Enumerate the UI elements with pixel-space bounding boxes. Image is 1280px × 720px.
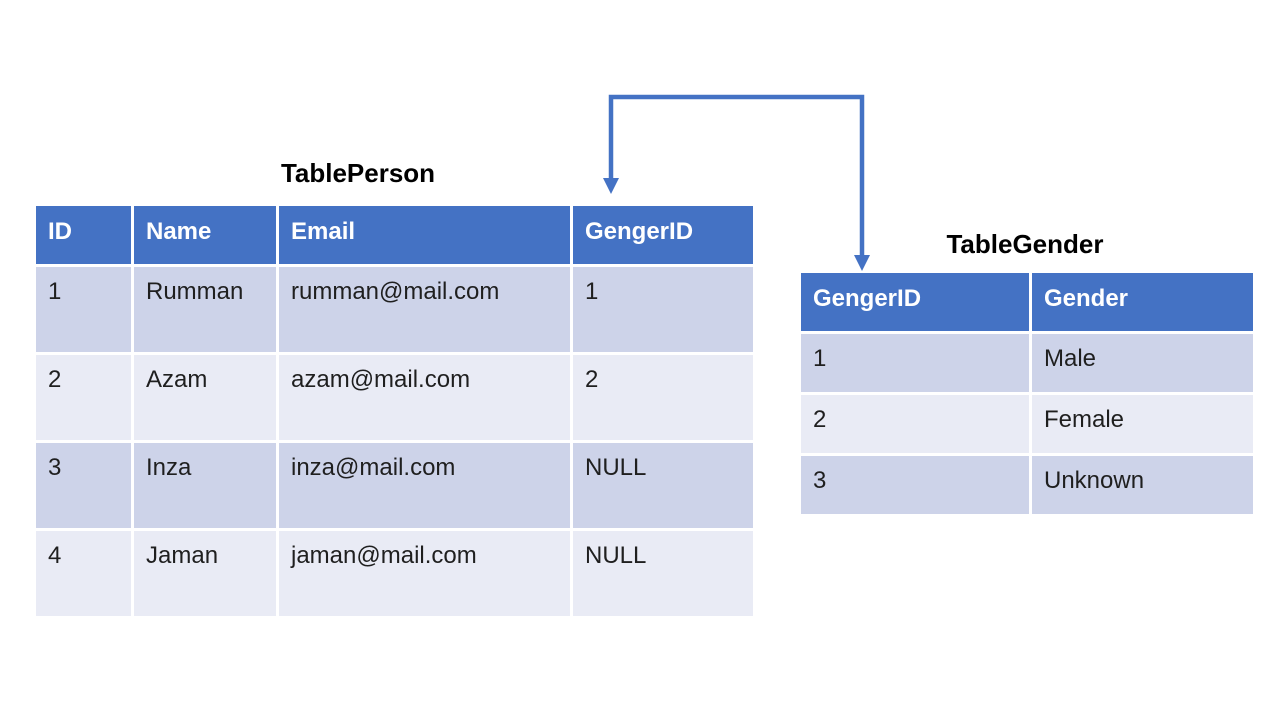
table-cell: inza@mail.com xyxy=(279,443,570,528)
table-cell: Jaman xyxy=(134,531,276,616)
table-cell: azam@mail.com xyxy=(279,355,570,440)
arrowhead-down-right-icon xyxy=(854,255,870,271)
table-cell: Inza xyxy=(134,443,276,528)
table-cell: 2 xyxy=(801,395,1029,453)
arrowhead-down-left-icon xyxy=(603,178,619,194)
table-cell: 2 xyxy=(573,355,753,440)
table-gender-title: TableGender xyxy=(946,229,1104,259)
table-gender: GengerID Gender 1 Male 2 Female 3 Unknow… xyxy=(801,273,1253,514)
person-header-name: Name xyxy=(134,206,276,264)
table-cell: 1 xyxy=(573,267,753,352)
table-cell: NULL xyxy=(573,531,753,616)
person-header-gengerid: GengerID xyxy=(573,206,753,264)
table-cell: jaman@mail.com xyxy=(279,531,570,616)
table-cell: 3 xyxy=(36,443,131,528)
table-cell: 1 xyxy=(801,334,1029,392)
table-cell: Male xyxy=(1032,334,1253,392)
gender-header-gender: Gender xyxy=(1032,273,1253,331)
table-cell: Azam xyxy=(134,355,276,440)
table-cell: 1 xyxy=(36,267,131,352)
table-cell: Female xyxy=(1032,395,1253,453)
table-cell: 4 xyxy=(36,531,131,616)
table-cell: Unknown xyxy=(1032,456,1253,514)
table-cell: rumman@mail.com xyxy=(279,267,570,352)
table-cell: 3 xyxy=(801,456,1029,514)
table-cell: Rumman xyxy=(134,267,276,352)
table-person: ID Name Email GengerID 1 Rumman rumman@m… xyxy=(36,206,753,616)
table-person-title: TablePerson xyxy=(280,158,436,188)
person-header-email: Email xyxy=(279,206,570,264)
gender-header-gengerid: GengerID xyxy=(801,273,1029,331)
table-cell: 2 xyxy=(36,355,131,440)
table-cell: NULL xyxy=(573,443,753,528)
person-header-id: ID xyxy=(36,206,131,264)
